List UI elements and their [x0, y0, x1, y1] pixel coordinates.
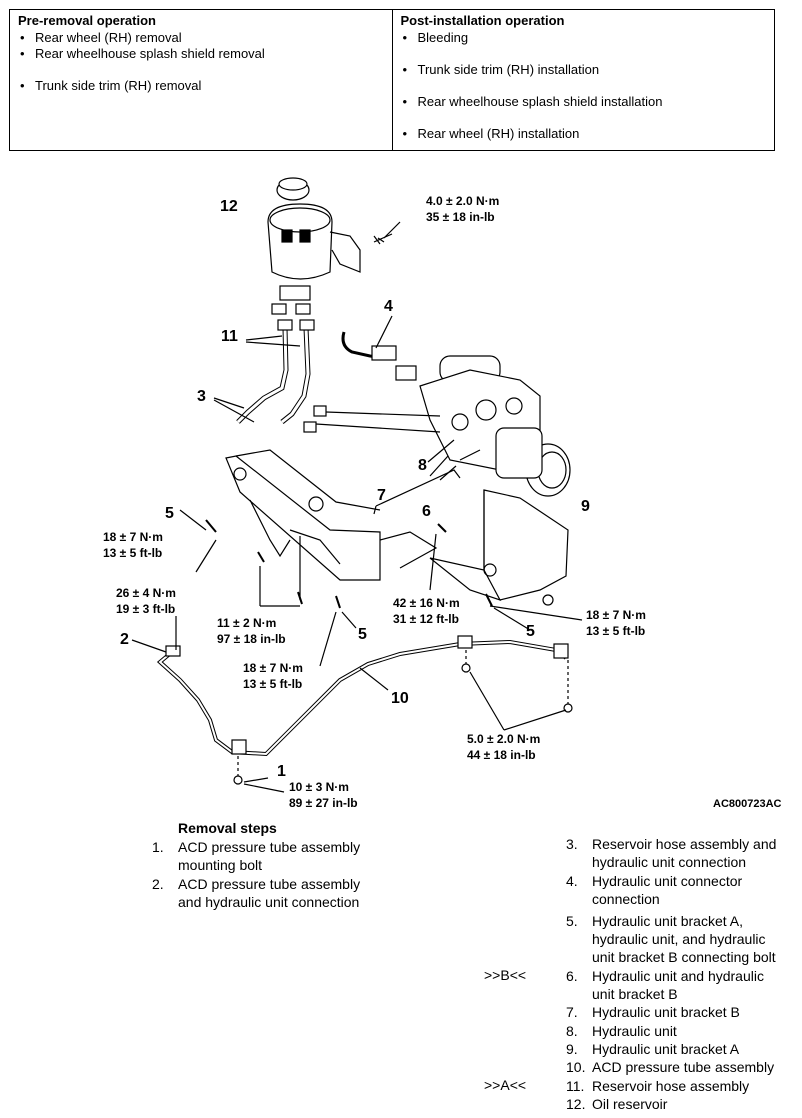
bracket-b-drawing [225, 449, 438, 581]
callout-10: 10 [391, 690, 409, 707]
callout-6: 6 [422, 503, 431, 520]
ref-mark-b: >>B<< [484, 967, 527, 983]
removal-steps-title: Removal steps [178, 820, 277, 836]
pressure-tube-drawing [156, 635, 573, 785]
diagram-drawing [131, 177, 583, 793]
callout-11: 11 [221, 328, 238, 345]
post-installation-item: Rear wheel (RH) installation [401, 126, 767, 142]
post-installation-item: Bleeding [401, 30, 767, 46]
callout-12: 12 [220, 198, 238, 215]
callout-8: 8 [418, 457, 427, 474]
callout-1: 1 [277, 763, 286, 780]
post-installation-item: Trunk side trim (RH) installation [401, 62, 767, 78]
pre-removal-title: Pre-removal operation [18, 13, 156, 28]
exploded-diagram: 12 11 3 4 8 7 6 9 5 5 5 2 10 1 4.0 ± 2.0… [0, 160, 802, 820]
operations-table: Pre-removal operation Rear wheel (RH) re… [9, 9, 775, 151]
callout-5: 5 [165, 505, 174, 522]
pre-removal-column: Pre-removal operation Rear wheel (RH) re… [10, 10, 392, 150]
callout-5: 5 [358, 626, 367, 643]
ref-mark-a: >>A<< [484, 1077, 527, 1093]
hydraulic-unit-drawing [419, 355, 571, 497]
post-installation-item: Rear wheelhouse splash shield installati… [401, 94, 767, 110]
oil-reservoir-drawing [267, 177, 361, 315]
post-installation-column: Post-installation operation Bleeding Tru… [391, 10, 775, 150]
figure-code: AC800723AC [713, 798, 782, 810]
callout-2: 2 [120, 631, 129, 648]
callout-4: 4 [384, 298, 393, 315]
pre-removal-item: Rear wheel (RH) removal [18, 30, 384, 46]
callout-5: 5 [526, 623, 535, 640]
pre-removal-item: Trunk side trim (RH) removal [18, 78, 384, 94]
callout-7: 7 [377, 487, 386, 504]
pre-removal-item: Rear wheelhouse splash shield removal [18, 46, 384, 62]
callout-9: 9 [581, 498, 590, 515]
bracket-a-drawing [429, 489, 569, 606]
callout-3: 3 [197, 388, 206, 405]
post-installation-title: Post-installation operation [400, 13, 565, 28]
